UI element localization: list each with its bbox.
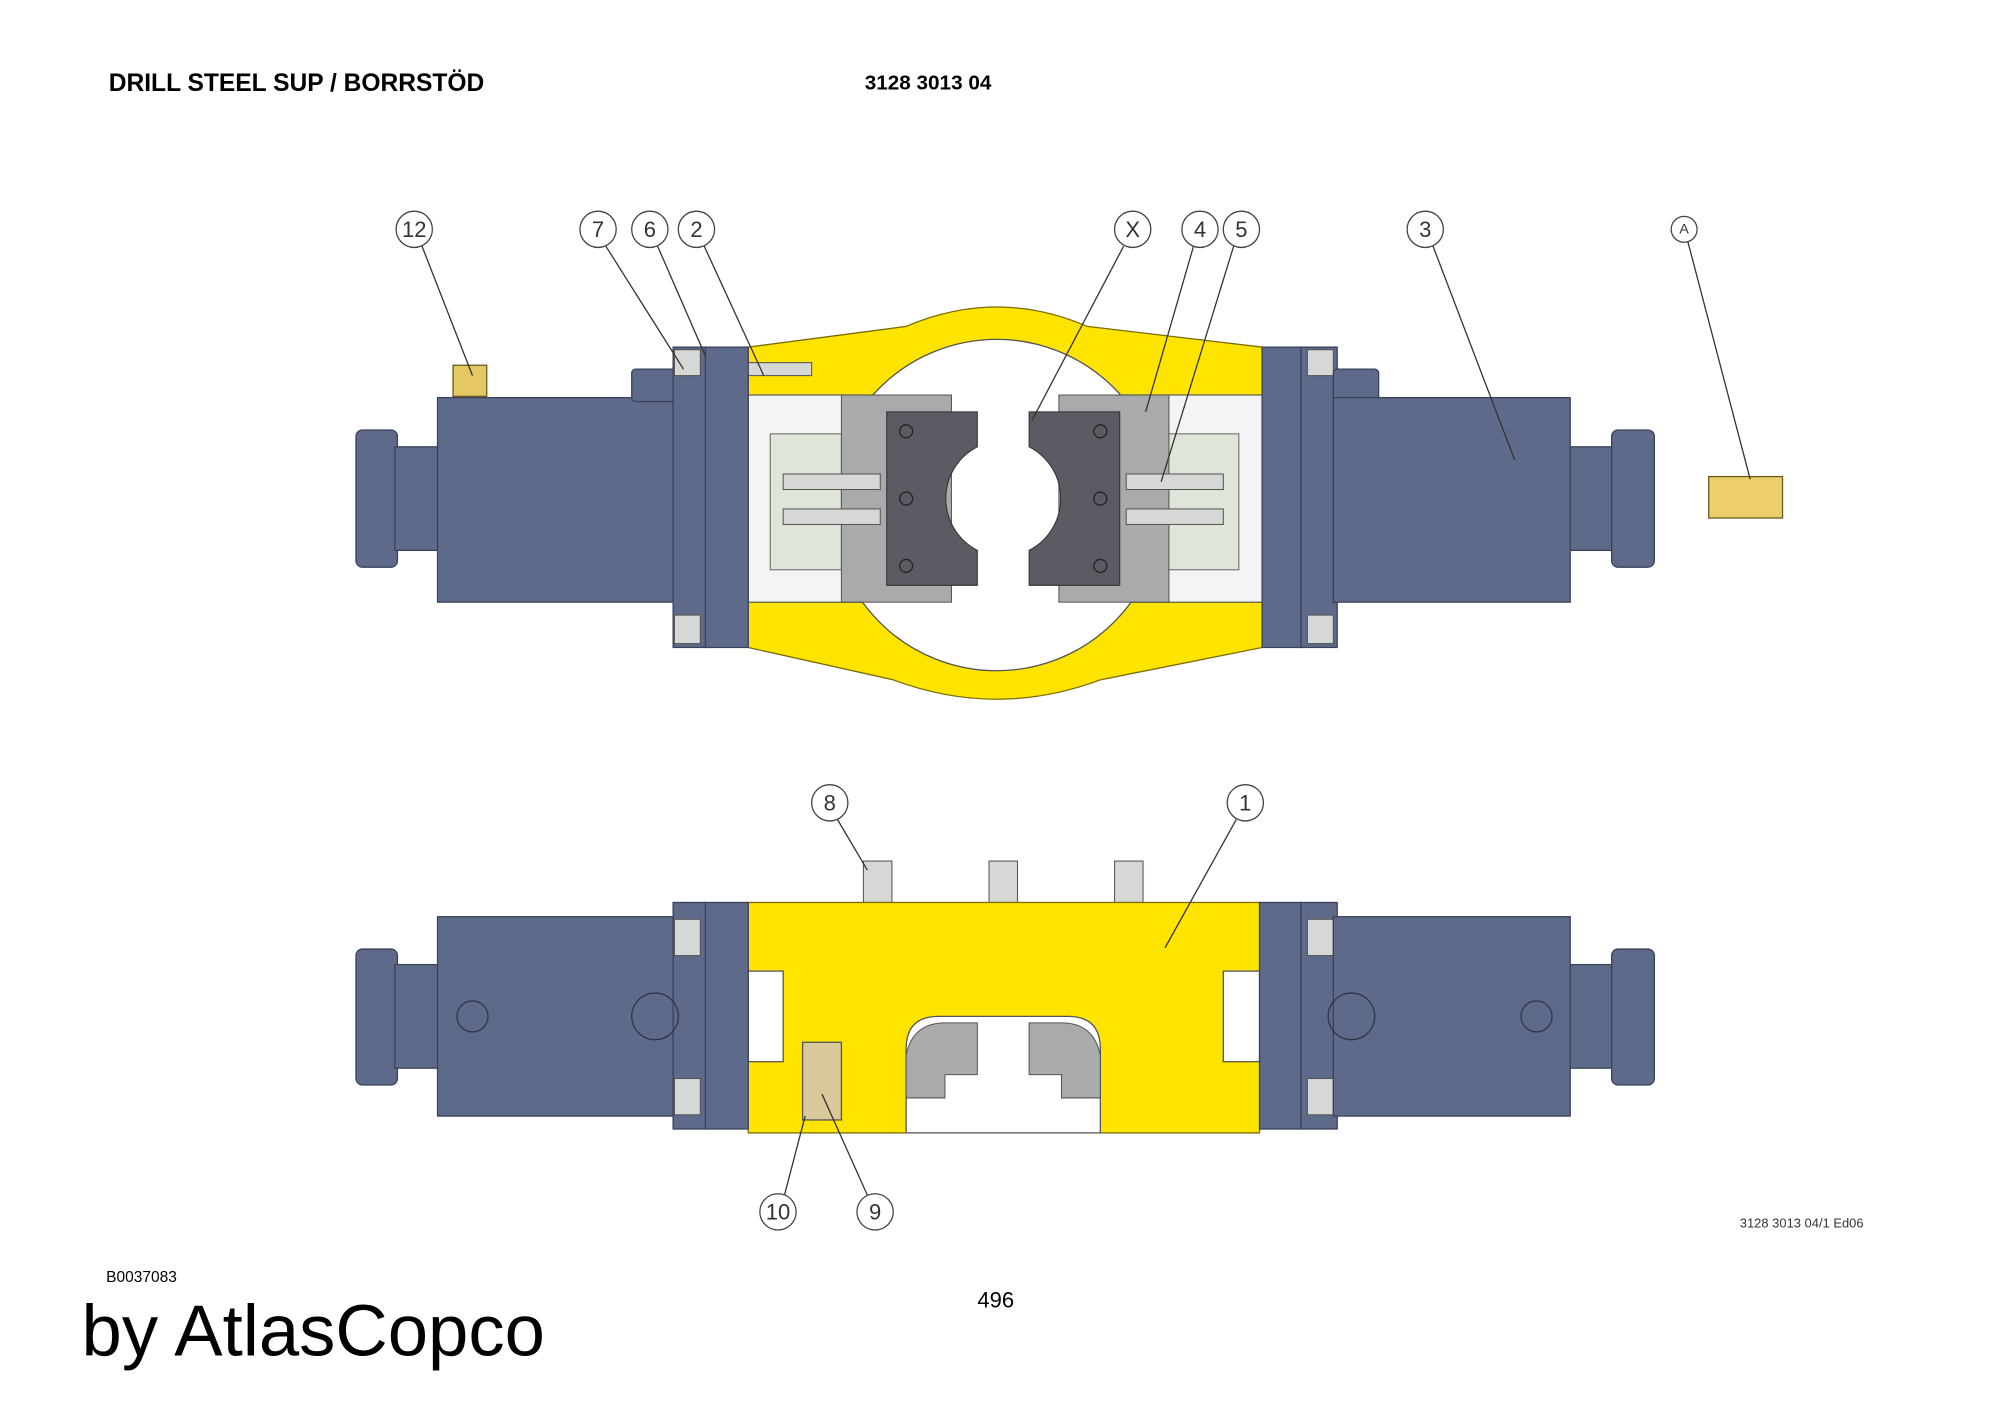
part-a-fitting	[1708, 475, 1784, 519]
callout-5: 5	[1222, 210, 1261, 249]
callout-9: 9	[856, 1193, 894, 1231]
doc-code: B0037083	[106, 1269, 177, 1286]
brand-text: by AtlasCopco	[82, 1291, 545, 1372]
callout-a: A	[1670, 215, 1698, 243]
page-title: DRILL STEEL SUP / BORRSTÖD	[109, 70, 485, 97]
callout-x: X	[1113, 210, 1152, 249]
svg-text:5: 5	[1235, 217, 1247, 242]
callout-8: 8	[811, 784, 849, 822]
side-view-assembly	[355, 860, 1656, 1134]
callout-4: 4	[1181, 210, 1219, 249]
svg-text:6: 6	[644, 217, 656, 242]
callout-12: 12	[395, 210, 434, 249]
svg-text:A: A	[1679, 221, 1689, 237]
svg-text:10: 10	[766, 1199, 790, 1224]
svg-text:4: 4	[1194, 217, 1206, 242]
svg-text:X: X	[1125, 217, 1140, 242]
svg-text:3: 3	[1419, 217, 1431, 242]
leader-lines	[421, 242, 1751, 1196]
callout-1: 1	[1226, 784, 1265, 822]
svg-text:12: 12	[402, 217, 426, 242]
svg-text:8: 8	[824, 790, 836, 815]
part-number: 3128 3013 04	[865, 72, 992, 95]
callout-10: 10	[759, 1193, 797, 1231]
callout-6: 6	[631, 210, 669, 249]
callout-2: 2	[677, 210, 716, 249]
drawing-reference: 3128 3013 04/1 Ed06	[1740, 1215, 1864, 1230]
svg-text:9: 9	[869, 1199, 881, 1224]
callout-3: 3	[1406, 210, 1445, 249]
callout-7: 7	[579, 210, 617, 249]
svg-text:1: 1	[1239, 790, 1251, 815]
top-view-assembly	[355, 306, 1784, 700]
svg-text:7: 7	[592, 217, 604, 242]
page-number: 496	[977, 1288, 1014, 1313]
svg-text:2: 2	[690, 217, 702, 242]
